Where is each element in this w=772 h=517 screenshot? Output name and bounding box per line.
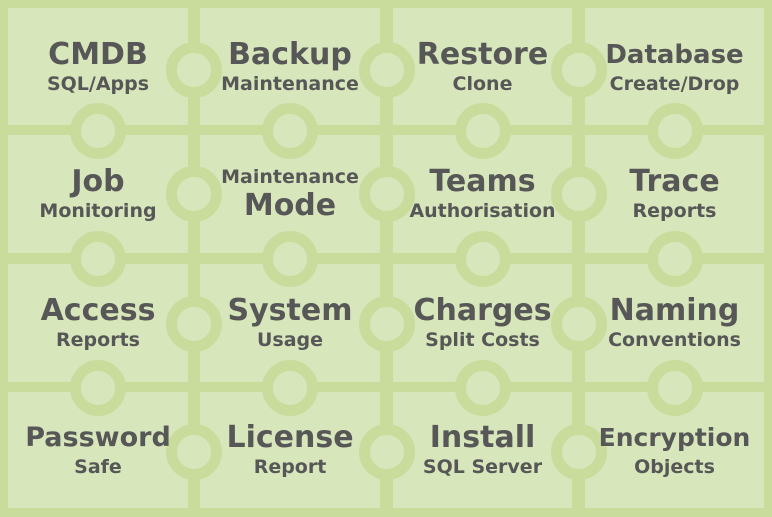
puzzle-knob: [166, 42, 222, 98]
tile-title: Charges: [413, 293, 552, 328]
puzzle-knob: [359, 296, 415, 352]
puzzle-knob: [166, 424, 222, 480]
tile-subtitle: Conventions: [608, 329, 741, 351]
puzzle-knob: [262, 103, 318, 159]
tile-subtitle: Reports: [56, 329, 140, 351]
tile-title: Database: [605, 39, 744, 70]
puzzle-knob: [647, 103, 703, 159]
puzzle-knob: [455, 103, 511, 159]
puzzle-knob: [551, 424, 607, 480]
puzzle-knob: [166, 296, 222, 352]
tile-subtitle: Clone: [452, 72, 513, 95]
tile-subtitle: Authorisation: [409, 200, 556, 222]
tile-title: Install: [429, 420, 536, 455]
tile-title: System: [227, 293, 353, 328]
puzzle-knob: [551, 42, 607, 98]
tile-title: Backup: [228, 36, 352, 72]
puzzle-knob: [551, 166, 607, 222]
puzzle-knob: [359, 424, 415, 480]
puzzle-knob: [647, 231, 703, 287]
tile-title: Encryption: [598, 423, 751, 452]
tile-title: Access: [40, 293, 156, 328]
tile-title: License: [226, 420, 354, 455]
puzzle-knob: [70, 103, 126, 159]
puzzle-knob: [262, 360, 318, 416]
tile-title: Mode: [243, 188, 337, 223]
puzzle-knob: [262, 231, 318, 287]
tile-title: Naming: [609, 293, 740, 328]
tile-subtitle: Monitoring: [39, 200, 157, 222]
tile-subtitle: Usage: [256, 329, 324, 351]
puzzle-knob: [70, 231, 126, 287]
puzzle-knob: [647, 360, 703, 416]
tile-title: Trace: [629, 164, 720, 199]
puzzle-knob: [455, 231, 511, 287]
tile-subtitle: Split Costs: [425, 329, 540, 351]
puzzle-knob: [166, 166, 222, 222]
tile-subtitle: Report: [253, 456, 327, 478]
tile-title: Job: [71, 164, 125, 199]
tile-subtitle: Create/Drop: [609, 72, 740, 95]
tile-title: CMDB: [48, 36, 148, 72]
puzzle-knob: [359, 166, 415, 222]
tile-subtitle: Objects: [634, 456, 715, 478]
tile-title: Teams: [429, 164, 536, 199]
tile-title: Restore: [416, 36, 549, 72]
tile-title: Password: [25, 422, 171, 453]
puzzle-knob: [551, 296, 607, 352]
puzzle-knob: [455, 360, 511, 416]
puzzle-knob: [359, 42, 415, 98]
tile-subtitle: SQL Server: [422, 456, 543, 478]
tile-subtitle: Reports: [632, 200, 717, 222]
tile-subtitle: Safe: [74, 456, 122, 478]
tile-subtitle: SQL/Apps: [46, 72, 150, 95]
puzzle-knob: [70, 360, 126, 416]
tile-pretitle: Maintenance: [221, 166, 359, 188]
tile-subtitle: Maintenance: [221, 72, 359, 95]
